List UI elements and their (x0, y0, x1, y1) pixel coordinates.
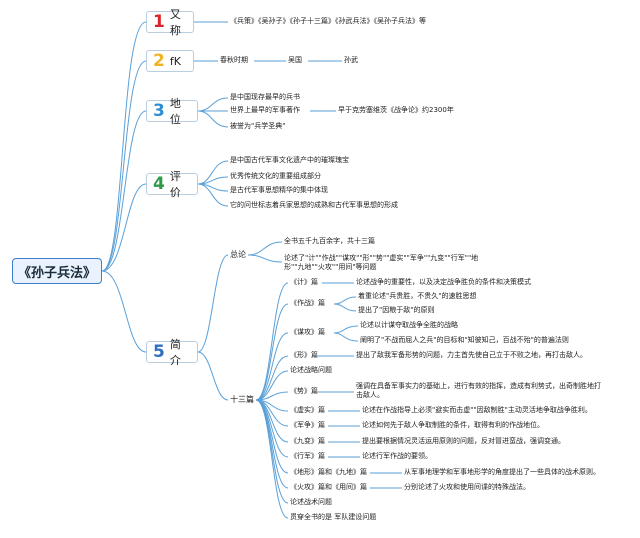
status-item-1: 是中国现存最早的兵书 (230, 93, 300, 101)
summary-item-1: 全书五千九百余字，共十三篇 (284, 237, 375, 245)
status-item-2-detail: 早于克劳塞维茨《战争论》约2300年 (338, 106, 454, 114)
topic-label-2: fK (169, 54, 181, 68)
topic-node-1[interactable]: 1 又称 (146, 8, 194, 37)
chapter-name: 《计》篇 (290, 278, 318, 286)
chapter-group-label: 论述战略问题 (290, 366, 332, 374)
evaluation-item-3: 是古代军事思想精华的集中体现 (230, 186, 328, 194)
chapter-name: 《行军》篇 (290, 452, 325, 460)
chapter-name: 《势》篇 (290, 387, 318, 395)
state-item: 吴国 (288, 56, 302, 64)
chapter-desc: 提出了敌我军备形势的问题，力主首先使自己立于不败之地，再打击敌人。 (356, 351, 587, 359)
chapter-desc: 从军事地理学和军事地形学的角度提出了一些具体的战术原则。 (404, 468, 600, 476)
chapter-name: 《军争》篇 (290, 421, 325, 429)
author-item: 孙武 (344, 56, 358, 64)
topic-node-3[interactable]: 3 地位 (146, 97, 198, 126)
chapter-name: 《形》篇 (290, 351, 318, 359)
chapter-desc: 分别论述了火攻和使用间谍的特殊战法。 (404, 483, 530, 491)
chapter-name: 《虚实》篇 (290, 406, 325, 414)
topic-number-1: 1 (153, 12, 165, 32)
topic-number-5: 5 (153, 342, 165, 362)
topic-number-3: 3 (153, 101, 165, 121)
chapter-name: 《九变》篇 (290, 437, 325, 445)
chapter-name: 《作战》篇 (290, 299, 325, 307)
topic-node-5[interactable]: 5 简介 (146, 338, 198, 367)
topic-label-3: 地位 (169, 97, 181, 126)
chapter-desc: 提出了"因粮于敌"的原则 (358, 306, 435, 314)
chapter-name: 《谋攻》篇 (290, 328, 325, 336)
chapter-desc: 论述在作战指导上必须"避实而击虚""因敌制胜"主动灵活地争取战争胜利。 (362, 406, 592, 414)
status-item-3: 被誉为"兵学圣典" (230, 122, 286, 130)
chapter-desc: 论述以计谋夺取战争全胜的战略 (360, 321, 458, 329)
chapter-desc: 论述如何先于敌人争取制胜的条件，取得有利的作战地位。 (362, 421, 544, 429)
evaluation-item-2: 优秀传统文化的重要组成部分 (230, 172, 321, 180)
summary-item-2: 论述了"计""作战""谋攻""形""势""虚实""军争""九变""行军""地形"… (284, 254, 479, 271)
topic-number-2: 2 (153, 51, 165, 71)
root-node[interactable]: 《孙子兵法》 (12, 258, 102, 284)
topic-node-2[interactable]: 2 fK (146, 50, 194, 72)
topic-label-4: 评价 (169, 170, 181, 199)
chapter-desc: 强调在具备军事实力的基础上，进行有效的指挥，造成有利势式，出奇制胜地打击敌人。 (356, 382, 601, 399)
chapter-desc: 提出要根据情况灵活运用原则的问题，反对冒进蛮战，强调变通。 (362, 437, 565, 445)
era-item: 春秋时期 (220, 56, 248, 64)
chapter-group-label: 贯穿全书的是 军队建设问题 (290, 513, 377, 521)
chapter-desc: 论述行军作战的要领。 (362, 452, 432, 460)
topic-label-1: 又称 (169, 8, 181, 37)
topic-number-4: 4 (153, 174, 165, 194)
topic-label-5: 简介 (169, 338, 181, 367)
evaluation-item-4: 它的问世标志着兵家思想的成熟和古代军事思想的形成 (230, 201, 398, 209)
evaluation-item-1: 是中国古代军事文化遗产中的璀璨瑰宝 (230, 156, 349, 164)
chapter-desc: 阐明了"不战而屈人之兵"的目标和"知彼知己，百战不殆"的普遍法则 (360, 336, 569, 344)
topic-node-4[interactable]: 4 评价 (146, 170, 198, 199)
summary-label: 总论 (230, 250, 246, 259)
chapter-group-label: 论述战术问题 (290, 498, 332, 506)
chapter-name: 《火攻》篇和《用间》篇 (290, 483, 367, 491)
chapter-desc: 论述战争的重要性，以及决定战争胜负的条件和决策模式 (356, 278, 531, 286)
chapter-desc: 着重论述"兵贵胜，不贵久"的速胜思想 (358, 292, 477, 300)
alias-list: 《兵策》《吴孙子》《孙子十三篇》《孙武兵法》《吴孙子兵法》等 (230, 17, 426, 25)
chapter-name: 《地形》篇和《九地》篇 (290, 468, 367, 476)
status-item-2: 世界上最早的军事著作 (230, 106, 300, 114)
chapters-label: 十三篇 (230, 395, 254, 404)
